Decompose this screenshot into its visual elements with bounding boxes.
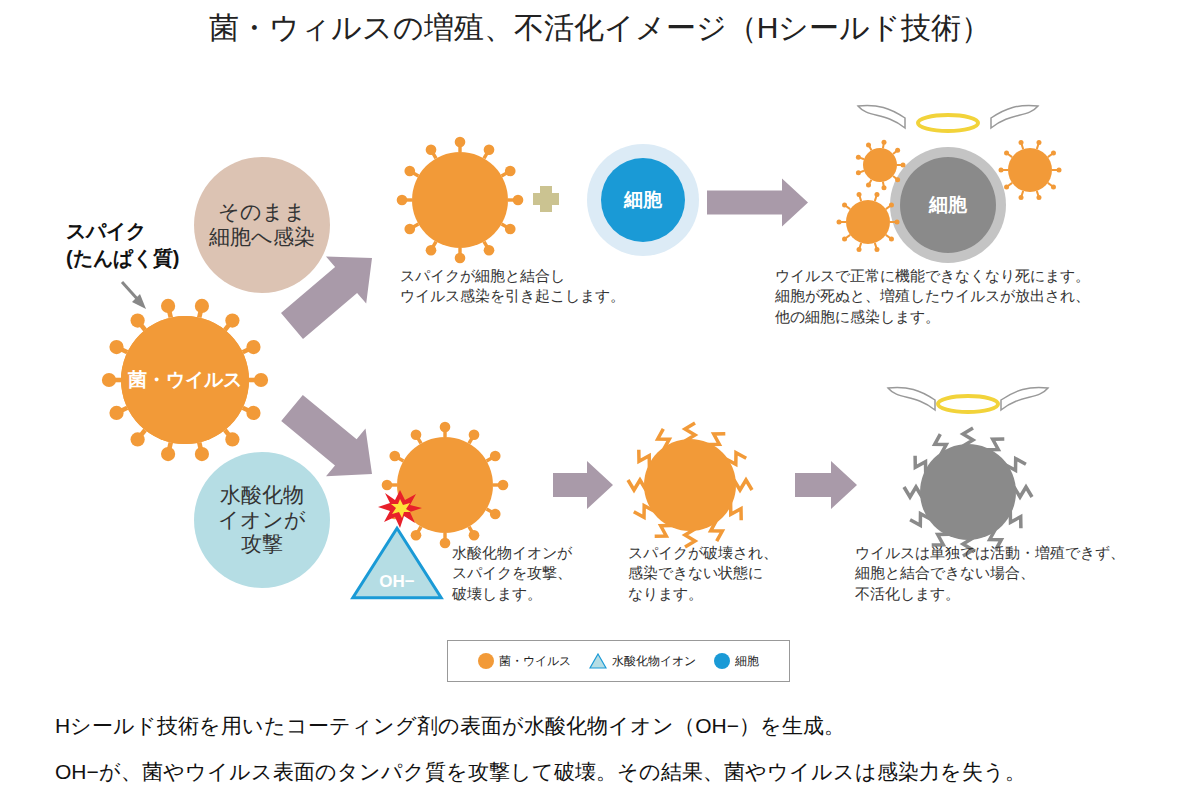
explosion xyxy=(378,490,422,528)
virus xyxy=(856,140,906,190)
circle-node: 細胞 xyxy=(601,158,685,242)
cell-halo xyxy=(587,144,699,256)
node-label: 細胞 xyxy=(624,189,662,212)
legend-text: 水酸化物イオン xyxy=(612,653,696,670)
node-label: そのまま 細胞へ感染 xyxy=(202,200,322,250)
text-label: OH−が、菌やウイルス表面のタンパク質を攻撃して破壊。その結果、菌やウイルスは感… xyxy=(55,758,1185,786)
circle-node: 水酸化物 イオンが 攻撃 xyxy=(194,452,330,588)
circle-node: そのまま 細胞へ感染 xyxy=(194,157,330,293)
legend-item: 菌・ウイルス xyxy=(478,653,571,670)
plus-sign xyxy=(540,186,552,212)
flow-arrow xyxy=(707,179,808,227)
legend-text: 菌・ウイルス xyxy=(499,653,571,670)
pointer-head xyxy=(132,294,146,309)
legend-triangle xyxy=(589,653,607,669)
angel-halo-top xyxy=(858,106,1038,132)
legend-item: 水酸化物イオン xyxy=(589,653,696,670)
explosion-core xyxy=(391,499,411,518)
node-label: 菌・ウイルス xyxy=(128,369,242,392)
node-label: 水酸化物 イオンが 攻撃 xyxy=(211,483,313,558)
legend-swatch xyxy=(714,653,730,669)
virus xyxy=(397,137,524,264)
flow-arrow xyxy=(795,461,857,509)
broken-virus xyxy=(904,428,1032,556)
flow-arrow xyxy=(553,461,613,509)
virus xyxy=(837,192,900,252)
legend-box: 菌・ウイルス 水酸化物イオン 細胞 xyxy=(447,640,790,682)
legend-text: 細胞 xyxy=(735,653,759,670)
text-label: スパイクが細胞と結合し ウイルス感染を引き起こします。 xyxy=(400,266,640,307)
title: 菌・ウィルスの増殖、不活化イメージ（Hシールド技術） xyxy=(0,8,1200,49)
cell-ring xyxy=(890,147,1006,263)
text-label: スパイク (たんぱく質) xyxy=(66,218,194,272)
text-label: 水酸化物イオンが スパイクを攻撃、 破壊します。 xyxy=(452,543,586,604)
node-label: OH− xyxy=(379,572,414,592)
angel-halo-bottom xyxy=(888,388,1048,413)
circle-node: 細胞 xyxy=(900,157,996,253)
virus xyxy=(102,299,268,461)
flow-arrows xyxy=(281,256,857,509)
broken-virus xyxy=(628,423,752,547)
caption: Hシールド技術を用いたコーティング剤の表面が水酸化物イオン（OH−）を生成。 xyxy=(55,712,1185,740)
text-label: ウイルスは単独では活動・増殖できず、 細胞と結合できない場合、 不活化します。 xyxy=(855,543,1139,604)
legend-item: 細胞 xyxy=(714,653,759,670)
text-label: スパイクが破壊され、 感染できない状態に なります。 xyxy=(628,543,792,604)
triangle-node: OH− xyxy=(350,526,444,600)
circle-node: 菌・ウイルス xyxy=(121,316,249,444)
legend-swatch xyxy=(478,653,494,669)
node-label: 細胞 xyxy=(929,194,967,217)
text-label: ウイルスで正常に機能できなくなり死にます。 細胞が死ぬと、増殖したウイルスが放出… xyxy=(775,266,1111,327)
virus xyxy=(999,140,1062,200)
virus xyxy=(382,422,509,549)
